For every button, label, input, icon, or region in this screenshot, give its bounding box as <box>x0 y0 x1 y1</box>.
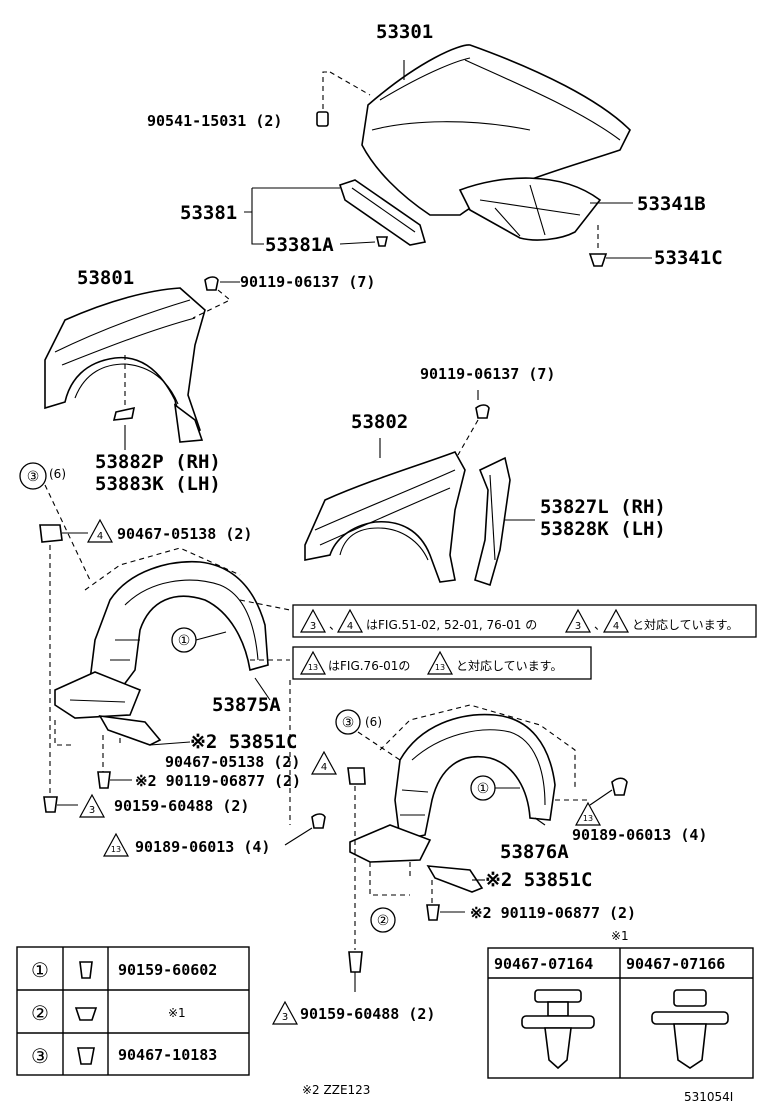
callout-circle-3-label: ③ <box>27 469 40 485</box>
svg-text:3: 3 <box>89 805 95 816</box>
svg-text:4: 4 <box>97 531 103 542</box>
hood-stay-part[interactable] <box>338 179 427 246</box>
label-screw-d[interactable]: 90159-60488 (2) <box>300 1005 435 1023</box>
label-fender-lh-bolt[interactable]: 90119-06137 (7) <box>420 365 555 383</box>
label-screw-c[interactable]: ※2 90119-06877 (2) <box>470 904 636 922</box>
label-shield-b[interactable]: ※2 53851C <box>485 869 592 891</box>
label-hood-stay[interactable]: 53381 <box>180 202 237 224</box>
hood-insulator-clip-icon <box>588 253 608 267</box>
svg-text:13: 13 <box>308 663 318 672</box>
svg-text:13: 13 <box>435 663 445 672</box>
table-row-3-num: ③ <box>31 1044 49 1068</box>
callout-circle-1-label: ① <box>178 633 191 649</box>
hood-stay-clip-icon <box>376 236 388 247</box>
liner-clip-icon-2 <box>611 777 628 796</box>
svg-text:3: 3 <box>575 621 581 632</box>
note-box-1 <box>292 604 757 638</box>
label-fender-rh-bolt[interactable]: 90119-06137 (7) <box>240 273 375 291</box>
table-row-1-num: ① <box>31 958 49 982</box>
svg-text:③: ③ <box>342 715 355 731</box>
clip-icon <box>39 524 63 543</box>
fastener-table: ① ② ③ 90159-60602 ※1 90467-10183 <box>16 946 250 1076</box>
clip-table-marker: ※1 <box>611 929 629 943</box>
label-screw-b[interactable]: 90159-60488 (2) <box>114 797 249 815</box>
svg-text:と対応しています。: と対応しています。 <box>632 618 738 632</box>
svg-text:3: 3 <box>282 1012 288 1023</box>
clip-qty-label: (6) <box>49 467 66 481</box>
label-liner-rh[interactable]: 53875A <box>212 694 281 716</box>
svg-text:、: 、 <box>594 618 606 632</box>
svg-text:と対応しています。: と対応しています。 <box>456 659 562 673</box>
label-hood[interactable]: 53301 <box>376 21 433 43</box>
note-1-text: はFIG.51-02, 52-01, 76-01 の <box>366 618 537 632</box>
svg-text:4: 4 <box>321 762 327 773</box>
svg-text:(6): (6) <box>365 715 382 729</box>
hood-bolt-icon <box>316 111 329 127</box>
shield-lh-part[interactable] <box>426 865 484 893</box>
fender-liner-rh-part[interactable] <box>54 560 269 719</box>
label-fender-lh-seal-rh[interactable]: 53827L (RH) <box>540 496 666 518</box>
clip-table-header-2[interactable]: 90467-07166 <box>626 955 725 973</box>
table-row-2-part: ※1 <box>168 1006 186 1020</box>
shield-rh-part[interactable] <box>98 714 162 746</box>
fender-seal-icon <box>112 406 136 421</box>
label-fender-seal-rh[interactable]: 53882P (RH) <box>95 451 221 473</box>
label-clip-b[interactable]: 90467-05138 (2) <box>165 753 300 771</box>
fender-lh-bolt-icon <box>475 404 490 419</box>
liner-clip-icon <box>311 813 326 829</box>
clip-07166-icon <box>651 989 729 1069</box>
label-fender-rh[interactable]: 53801 <box>77 267 134 289</box>
ref-triangle-4 <box>86 518 114 543</box>
svg-text:3: 3 <box>310 621 316 632</box>
figure-id: 531054I <box>684 1090 733 1104</box>
label-fender-lh-seal-lh[interactable]: 53828K (LH) <box>540 518 666 540</box>
clip-table-header-1[interactable]: 90467-07164 <box>494 955 593 973</box>
svg-text:、: 、 <box>329 618 341 632</box>
label-hood-bolt[interactable]: 90541-15031 (2) <box>147 112 282 130</box>
table-icon-1 <box>79 961 93 979</box>
label-clip-c[interactable]: 90189-06013 (4) <box>135 838 270 856</box>
label-hood-insulator[interactable]: 53341B <box>637 193 706 215</box>
label-fender-seal-lh[interactable]: 53883K (LH) <box>95 473 221 495</box>
label-hood-stay-clip[interactable]: 53381A <box>265 234 334 256</box>
fender-rh-part[interactable] <box>44 287 206 443</box>
svg-text:②: ② <box>377 913 390 929</box>
note-2-text: はFIG.76-01の <box>328 659 410 673</box>
fender-lh-part[interactable] <box>304 451 466 583</box>
label-screw-a[interactable]: ※2 90119-06877 (2) <box>135 772 301 790</box>
ref-triangle-3 <box>78 793 106 818</box>
screw-icon-4 <box>348 951 363 973</box>
table-row-1-part[interactable]: 90159-60602 <box>118 961 217 979</box>
table-row-2-num: ② <box>31 1001 49 1025</box>
svg-text:①: ① <box>477 781 490 797</box>
svg-text:4: 4 <box>613 621 619 632</box>
fender-rh-bolt-icon <box>204 276 219 291</box>
label-clip-d[interactable]: 90189-06013 (4) <box>572 826 707 844</box>
svg-text:4: 4 <box>347 621 353 632</box>
callout-circle-3 <box>19 462 47 490</box>
callout-circle-1 <box>171 627 197 653</box>
svg-text:13: 13 <box>111 845 121 854</box>
footnote: ※2 ZZE123 <box>302 1083 370 1097</box>
label-clip-a[interactable]: 90467-05138 (2) <box>117 525 252 543</box>
screw-icon-3 <box>426 904 440 921</box>
table-icon-2 <box>74 1007 98 1021</box>
table-icon-3 <box>77 1047 95 1065</box>
label-shield-a[interactable]: ※2 53851C <box>190 731 297 753</box>
clip-table: ※1 90467-07164 90467-07166 <box>487 929 754 1079</box>
clip-07164-icon <box>521 989 595 1070</box>
svg-text:13: 13 <box>583 814 593 823</box>
fender-liner-lh-part[interactable] <box>349 713 556 863</box>
label-hood-insulator-clip[interactable]: 53341C <box>654 247 723 269</box>
screw-icon <box>97 771 111 789</box>
label-fender-lh[interactable]: 53802 <box>351 411 408 433</box>
clip-icon-2 <box>347 767 366 785</box>
table-row-3-part[interactable]: 90467-10183 <box>118 1046 217 1064</box>
fender-seal-lh-part[interactable] <box>474 456 511 587</box>
label-liner-lh[interactable]: 53876A <box>500 841 569 863</box>
hood-part[interactable] <box>361 44 631 241</box>
screw-icon-2 <box>43 796 58 813</box>
